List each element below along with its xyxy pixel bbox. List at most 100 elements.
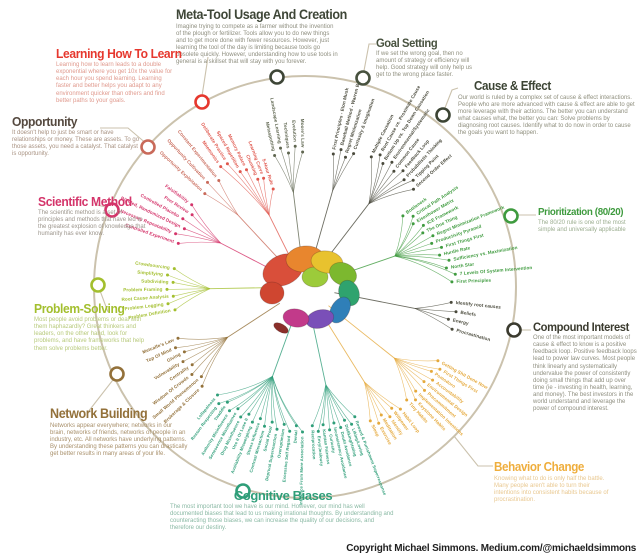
branch-line [204, 193, 239, 216]
goal-setting-branches-trunk [312, 190, 334, 259]
compound-interest-description: One of the most important models of caus… [533, 335, 637, 413]
branch-dot [378, 153, 382, 157]
branch-dot [390, 160, 394, 164]
branch-line [332, 153, 334, 191]
branch-dot [182, 350, 186, 354]
branch-line [191, 336, 229, 375]
branch-line [332, 157, 346, 192]
branch-label: Techniques [283, 122, 291, 149]
branch-line [394, 243, 432, 257]
branch-label: North Star [451, 261, 475, 269]
branch-label: Kantian Fairness [322, 429, 332, 465]
branch-label: Metaspotting [265, 121, 277, 151]
branch-line [248, 376, 273, 415]
branch-dot [176, 241, 180, 245]
branch-label: Curiosity [328, 434, 336, 454]
branch-label: First Principles [456, 278, 491, 284]
branch-line [325, 384, 330, 430]
branch-dot [447, 258, 451, 262]
branch-line [174, 268, 211, 289]
branch-dot [446, 317, 450, 321]
branch-line [368, 162, 393, 204]
branch-label: Reciprocation [310, 430, 317, 460]
branch-dot [166, 273, 169, 277]
branch-line [240, 376, 273, 418]
branch-dot [450, 327, 454, 331]
branch-line [414, 302, 452, 309]
branch-dot [438, 367, 442, 371]
branch-line [175, 233, 221, 244]
branch-dot [436, 359, 440, 363]
callout-connector [453, 435, 493, 467]
brain-illustration [329, 262, 357, 286]
branch-line [312, 384, 327, 426]
branch-dot [390, 406, 394, 410]
branch-dot [412, 187, 415, 191]
branch-dot [206, 180, 209, 184]
meta-tool-description: Imagine trying to compete as a farmer wi… [176, 23, 338, 66]
branch-line [257, 179, 270, 216]
branch-dot [238, 170, 242, 174]
branch-line [394, 255, 453, 283]
goal-setting-description: If we set the wrong goal, then no amount… [376, 51, 473, 79]
brain-illustration [259, 281, 285, 305]
branch-dot [228, 409, 231, 413]
branch-line [201, 336, 229, 387]
branch-label: Problem Logging [124, 302, 164, 312]
branch-dot [381, 162, 385, 165]
branch-dot [402, 178, 406, 182]
behavior-change-description: Knowing what to do is only half the batt… [494, 475, 609, 503]
branch-line [264, 376, 273, 427]
branch-label: Problem Framing [123, 287, 162, 293]
branch-dot [181, 360, 185, 364]
branch-dot [174, 232, 178, 236]
branch-line [174, 288, 211, 311]
branch-line [325, 384, 355, 418]
branch-line [227, 163, 270, 216]
branch-line [368, 156, 373, 204]
branch-dot [282, 422, 286, 426]
behavior-change-title: Behavior Change [494, 460, 585, 474]
branch-label: Moore's Law [300, 119, 306, 148]
branch-dot [438, 253, 442, 257]
branch-label: Energy [452, 317, 469, 326]
branch-dot [431, 234, 435, 238]
branch-line [263, 178, 270, 216]
branch-dot [379, 413, 383, 417]
goal-setting-title: Goal Setting [376, 36, 438, 50]
branch-dot [171, 294, 175, 298]
branch-dot [199, 375, 203, 379]
branch-dot [239, 415, 243, 419]
branch-dot [343, 418, 346, 422]
branch-label: Simplifying [137, 270, 163, 277]
branch-line [368, 179, 414, 204]
problem-solving-node [90, 277, 106, 293]
branch-dot [273, 154, 277, 157]
branch-dot [216, 393, 219, 397]
branch-dot [405, 398, 409, 402]
branch-dot [454, 310, 458, 314]
branch-line [184, 336, 228, 353]
branch-line [274, 155, 294, 193]
branch-dot [279, 146, 282, 150]
callout-connector [201, 56, 209, 97]
branch-label: Envy/Jealousy [317, 436, 325, 467]
branch-line [364, 381, 391, 417]
branch-dot [174, 346, 177, 350]
branch-line [364, 381, 371, 421]
branch-dot [411, 222, 415, 226]
branch-dot [247, 412, 251, 416]
branch-line [394, 235, 434, 257]
branch-dot [271, 187, 275, 191]
branch-line [184, 228, 221, 244]
branch-dot [293, 144, 297, 148]
callout-connector [442, 87, 459, 114]
branch-dot [414, 389, 418, 393]
branch-dot [225, 400, 229, 404]
learning-node [194, 94, 210, 110]
